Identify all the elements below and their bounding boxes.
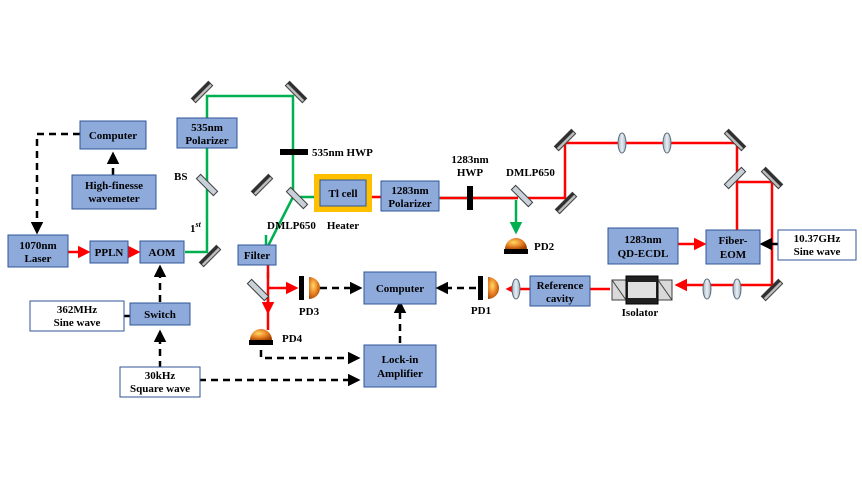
square-30k-box: [119, 366, 201, 398]
polarizer-1283-label-1: 1283nm: [391, 185, 428, 197]
lens-bottom-1: [702, 278, 712, 300]
reference-cavity-label-2: cavity: [546, 293, 575, 305]
lens-top-1: [617, 132, 627, 154]
heater-tl-cell: Tl cell: [314, 174, 372, 212]
lens-bottom-2: [732, 278, 742, 300]
laser-label-1: 1070nm: [19, 240, 56, 252]
first-order-label: 1st: [190, 220, 202, 235]
sine-1037-label-2: Sine wave: [794, 246, 841, 258]
isolator: [611, 275, 673, 305]
mirror-top-right: [284, 80, 308, 104]
sine-362-label-2: Sine wave: [54, 317, 101, 329]
computer-top-box: [79, 120, 147, 150]
mirror-right-top-b: [723, 128, 747, 152]
lens-cavity: [511, 278, 521, 300]
polarizer-1283-label-2: Polarizer: [388, 198, 431, 210]
polarizer-535-label-2: Polarizer: [185, 135, 228, 147]
polarizer-535-box: [176, 117, 238, 149]
mirror-top-left: [190, 80, 214, 104]
sine-362-label-1: 362MHz: [57, 304, 97, 316]
square-30k-label-1: 30kHz: [145, 370, 176, 382]
mirrors: [190, 80, 784, 302]
wavemeter-label-1: High-finesse: [85, 180, 143, 192]
lockin-label-2: Amplifier: [377, 368, 423, 380]
laser-box: [7, 234, 69, 268]
dmlp-left-mirror: [285, 186, 309, 210]
lens-top-2: [662, 132, 672, 154]
component-boxes: [7, 117, 761, 388]
mirror-dmlp-right-lower: [554, 191, 578, 215]
aom-label: AOM: [149, 247, 177, 259]
ppln-box: [89, 240, 129, 264]
heater-label: Heater: [327, 220, 359, 232]
hwp-1283-label-1: 1283nm: [451, 154, 488, 166]
switch-label: Switch: [144, 309, 176, 321]
filter-label: Filter: [244, 250, 270, 262]
signal-source-boxes: [29, 229, 857, 398]
fiber-eom-label-1: Fiber-: [719, 235, 748, 247]
fiber-eom-label-2: EOM: [720, 249, 747, 261]
lockin-box: [363, 344, 437, 388]
pd3: [299, 276, 320, 300]
mirror-right-top-a: [553, 128, 577, 152]
polarizer-1283-box: [380, 180, 440, 212]
ppln-label: PPLN: [95, 247, 124, 259]
dmlp-left-label: DMLP650: [267, 220, 316, 232]
mirror-right-mid-a: [723, 166, 747, 190]
wavemeter-label-2: wavemeter: [88, 193, 139, 205]
computer-top-label: Computer: [89, 130, 137, 142]
pd4: [249, 329, 273, 345]
sine-1037-label-1: 10.37GHz: [794, 233, 841, 245]
computer-center-box: [363, 271, 437, 305]
sine-362-box: [29, 300, 125, 332]
isolator-label: Isolator: [622, 307, 659, 319]
pd1: [478, 276, 499, 300]
tl-cell-label: Tl cell: [328, 188, 357, 200]
hwp-535: [280, 149, 308, 155]
qd-ecdl-label-2: QD-ECDL: [618, 248, 669, 260]
bs-label: BS: [174, 171, 187, 183]
mirror-bottom-right: [760, 278, 784, 302]
dmlp-right-mirror: [510, 184, 534, 208]
filter-box: [237, 244, 277, 266]
pd3-label: PD3: [299, 306, 320, 318]
dmlp-right-label: DMLP650: [506, 167, 555, 179]
qd-ecdl-box: [607, 227, 679, 265]
sine-1037-box: [777, 229, 857, 261]
hwp-1283-label-2: HWP: [457, 167, 484, 179]
bs-beamsplitter: [195, 173, 219, 197]
lockin-label-1: Lock-in: [382, 354, 419, 366]
hwp-1283: [467, 186, 473, 210]
switch-box: [129, 302, 191, 326]
pd2: [504, 238, 528, 254]
aom-box: [139, 240, 185, 264]
mirror-aom-out: [198, 244, 222, 268]
pd1-label: PD1: [471, 305, 491, 317]
reference-cavity-label-1: Reference: [537, 280, 584, 292]
laser-label-2: Laser: [25, 253, 52, 265]
lenses: [511, 132, 742, 300]
pd4-label: PD4: [282, 333, 303, 345]
fiber-eom-box: [705, 229, 761, 265]
mirror-right-mid-b: [760, 166, 784, 190]
square-30k-label-2: Square wave: [130, 383, 190, 395]
pd2-label: PD2: [534, 241, 555, 253]
mirror-near-dmlp-left: [250, 173, 274, 197]
reference-cavity-box: [529, 275, 591, 307]
wavemeter-box: [71, 174, 157, 210]
filter-mirror: [246, 278, 270, 302]
computer-center-label: Computer: [376, 283, 424, 295]
hwp-535-label: 535nm HWP: [312, 147, 373, 159]
qd-ecdl-label-1: 1283nm: [624, 234, 661, 246]
polarizer-535-label-1: 535nm: [191, 122, 223, 134]
